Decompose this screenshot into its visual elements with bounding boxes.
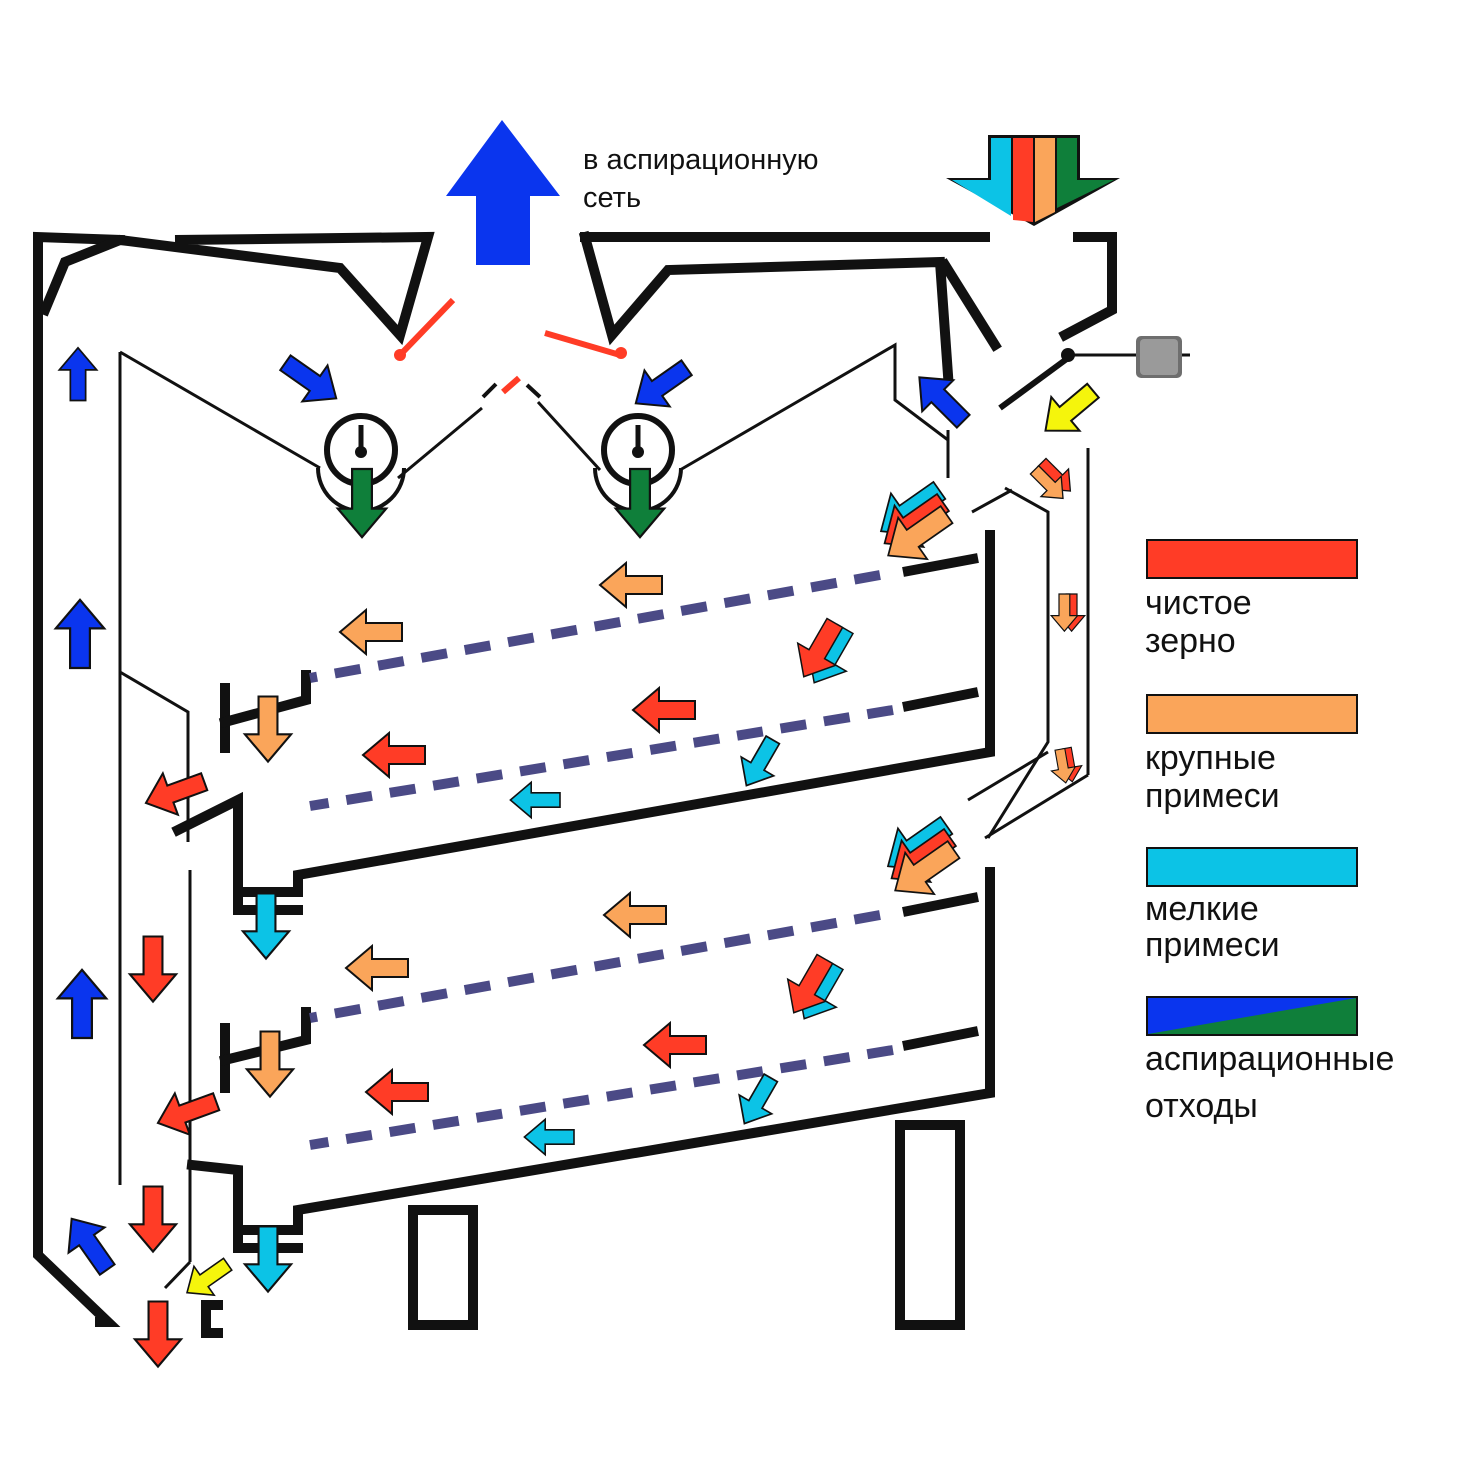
legend: чистое зерно крупные примеси мелкие прим… xyxy=(1145,539,1394,1125)
legend-item-clean-grain: чистое зерно xyxy=(1145,539,1358,660)
clean-grain-arrow-icon xyxy=(643,1022,707,1068)
air-arrow-icon xyxy=(622,348,701,423)
legend-label: отходы xyxy=(1145,1087,1258,1125)
fine-impurities-arrow-icon xyxy=(523,1118,575,1156)
legend-label: чистое xyxy=(1145,584,1252,622)
legend-swatch-secondary xyxy=(1148,998,1356,1034)
feed-arrow-icon xyxy=(1030,372,1109,449)
air-arrow-icon xyxy=(56,968,108,1040)
sieve-block-lower xyxy=(186,867,995,1253)
mixed-flow-arrow-icon xyxy=(784,611,865,695)
legend-label: зерно xyxy=(1145,622,1236,660)
clean-grain-arrow-icon xyxy=(632,687,696,733)
flap-center-icon xyxy=(501,375,521,395)
legend-swatch xyxy=(1146,694,1358,734)
mixed-flow-arrow-icon xyxy=(774,947,855,1031)
clean-grain-arrow-icon xyxy=(365,1069,429,1115)
legend-swatch xyxy=(1146,539,1358,579)
clean-grain-arrow-icon xyxy=(362,732,426,778)
legend-label: мелкие xyxy=(1145,890,1259,928)
legend-label: примеси xyxy=(1145,926,1280,964)
leg-right xyxy=(895,1120,965,1330)
legend-label: аспирационные xyxy=(1145,1040,1394,1078)
air-arrow-icon xyxy=(58,346,98,402)
aspiration-network-callout: в аспирационную сеть xyxy=(583,144,818,214)
exhaust-arrow-icon xyxy=(446,120,560,265)
legend-item-fine-impurities: мелкие примеси xyxy=(1145,847,1358,964)
clean-grain-arrow-icon xyxy=(133,1300,183,1368)
legend-label: примеси xyxy=(1145,777,1280,815)
waste-outlet-arrow-icon xyxy=(176,1249,239,1308)
feed-input-arrow-icon xyxy=(946,135,1120,226)
air-arrow-icon xyxy=(271,343,350,418)
machine-frame xyxy=(33,230,1190,1327)
flap-left-icon xyxy=(394,297,456,361)
clean-grain-arrow-icon xyxy=(149,1080,225,1145)
fine-impurities-arrow-icon xyxy=(509,781,561,819)
callout-line-1: в аспирационную xyxy=(583,144,818,176)
counterweight-icon xyxy=(1136,336,1182,378)
fine-impurities-arrow-icon xyxy=(243,1225,293,1293)
legend-item-coarse-impurities: крупные примеси xyxy=(1145,694,1358,815)
callout-line-2: сеть xyxy=(583,182,641,214)
fine-impurities-arrow-icon xyxy=(727,1067,788,1134)
coarse-arrow-icon xyxy=(339,609,403,655)
clean-grain-arrow-icon xyxy=(128,935,178,1003)
mixed-flow-arrow-small-icon xyxy=(1050,593,1086,632)
legend-label: крупные xyxy=(1145,739,1276,777)
legend-swatch xyxy=(1146,847,1358,887)
sieve-block-upper xyxy=(171,530,995,915)
air-arrow-icon xyxy=(54,598,106,670)
flap-right-icon xyxy=(544,330,627,359)
air-arrow-icon xyxy=(902,360,980,438)
air-arrow-icon xyxy=(52,1205,127,1284)
mixed-flow-arrow-small-icon xyxy=(1023,451,1082,510)
fine-impurities-arrow-icon xyxy=(241,892,291,960)
coarse-arrow-icon xyxy=(599,562,663,608)
coarse-arrow-icon xyxy=(345,945,409,991)
mixed-flow-arrow-lower-icon xyxy=(872,803,969,913)
legend-item-aspiration-waste: аспирационные отходы xyxy=(1145,996,1394,1125)
coarse-arrow-icon xyxy=(603,892,667,938)
clean-grain-arrow-icon xyxy=(128,1185,178,1253)
leg-left xyxy=(408,1205,478,1330)
